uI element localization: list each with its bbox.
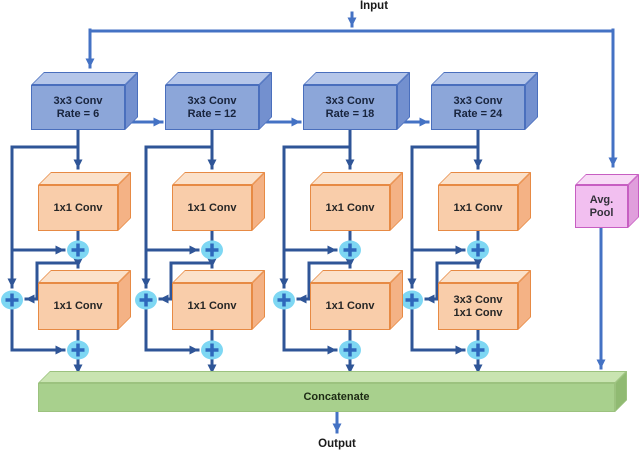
add-icon bbox=[201, 340, 223, 360]
box-top-face bbox=[31, 72, 138, 85]
box-label: Avg. Pool bbox=[575, 185, 628, 228]
concatenate-label: Concatenate bbox=[303, 391, 370, 403]
box-label: 1x1 Conv bbox=[310, 283, 390, 330]
box-top-face bbox=[165, 72, 272, 85]
box-top-face bbox=[431, 72, 538, 85]
box-label: 1x1 Conv bbox=[310, 185, 390, 231]
conv-box-3x3-rate-24: 3x3 Conv Rate = 24 bbox=[431, 72, 538, 130]
add-icon bbox=[401, 290, 423, 310]
conv-box-1x1-row2-col2: 1x1 Conv bbox=[172, 270, 265, 330]
box-label: 1x1 Conv bbox=[38, 283, 118, 330]
conv-box-1x1-row1-col4: 1x1 Conv bbox=[438, 172, 531, 231]
box-top-face bbox=[438, 270, 531, 283]
add-icon bbox=[67, 340, 89, 360]
box-label: 3x3 Conv Rate = 6 bbox=[31, 85, 125, 130]
box-label: 3x3 Conv Rate = 12 bbox=[165, 85, 259, 130]
conv-box-3x3-rate-18: 3x3 Conv Rate = 18 bbox=[303, 72, 410, 130]
box-label: 1x1 Conv bbox=[172, 283, 252, 330]
conv-box-1x1-row1-col3: 1x1 Conv bbox=[310, 172, 403, 231]
box-top-face bbox=[38, 270, 131, 283]
box-label: 3x3 Conv Rate = 24 bbox=[431, 85, 525, 130]
input-label: Input bbox=[359, 0, 389, 12]
box-top-face bbox=[438, 172, 531, 185]
box-top-face bbox=[310, 172, 403, 185]
conv-box-1x1-row2-col1: 1x1 Conv bbox=[38, 270, 131, 330]
box-label: 1x1 Conv bbox=[438, 185, 518, 231]
conv-box-1x1-row1-col2: 1x1 Conv bbox=[172, 172, 265, 231]
box-top-face bbox=[310, 270, 403, 283]
conv-box-1x1-row2-col3: 1x1 Conv bbox=[310, 270, 403, 330]
conv-box-3x3-rate-6: 3x3 Conv Rate = 6 bbox=[31, 72, 138, 130]
add-icon bbox=[467, 340, 489, 360]
add-icon bbox=[273, 290, 295, 310]
add-icon bbox=[339, 240, 361, 260]
conv-box-3x3-1x1-row2-col4: 3x3 Conv 1x1 Conv bbox=[438, 270, 531, 330]
output-label: Output bbox=[318, 438, 356, 450]
add-icons bbox=[1, 240, 489, 360]
add-icon bbox=[339, 340, 361, 360]
bar-top-face bbox=[38, 371, 627, 383]
box-top-face bbox=[303, 72, 410, 85]
box-top-face bbox=[38, 172, 131, 185]
add-icon bbox=[1, 290, 23, 310]
box-label: 1x1 Conv bbox=[38, 185, 118, 231]
concatenate-bar: Concatenate bbox=[38, 371, 627, 412]
add-icon bbox=[135, 290, 157, 310]
add-icon bbox=[201, 240, 223, 260]
box-label: 3x3 Conv 1x1 Conv bbox=[438, 283, 518, 330]
box-top-face bbox=[172, 172, 265, 185]
add-icon bbox=[467, 240, 489, 260]
bar-front-face: Concatenate bbox=[38, 383, 615, 412]
conv-box-1x1-row1-col1: 1x1 Conv bbox=[38, 172, 131, 231]
avg-pool-box: Avg. Pool bbox=[575, 174, 639, 228]
box-label: 1x1 Conv bbox=[172, 185, 252, 231]
add-icon bbox=[67, 240, 89, 260]
skeleton-arrows bbox=[85, 11, 618, 434]
conv-box-3x3-rate-12: 3x3 Conv Rate = 12 bbox=[165, 72, 272, 130]
box-label: 3x3 Conv Rate = 18 bbox=[303, 85, 397, 130]
box-top-face bbox=[172, 270, 265, 283]
